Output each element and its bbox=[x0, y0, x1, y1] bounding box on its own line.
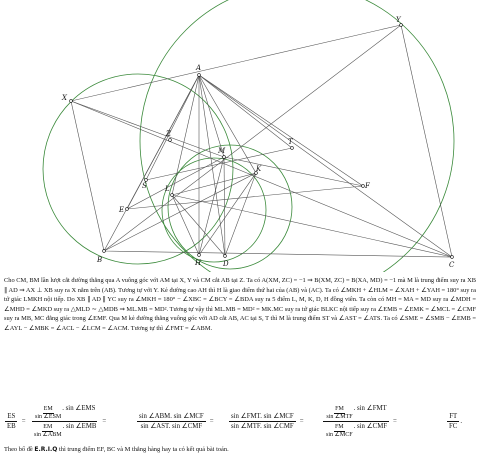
point-Y bbox=[399, 23, 403, 27]
frac-term-3: sin ∠FMT. sin ∠MCF sin ∠MTF. sin ∠CMF bbox=[229, 412, 296, 430]
frac-term-2: sin ∠ABM. sin ∠MCF sin ∠AST. sin ∠CMF bbox=[137, 412, 206, 430]
line-XB bbox=[70, 100, 105, 252]
line-CX bbox=[70, 100, 453, 258]
line-EM bbox=[126, 156, 225, 210]
label-H: H bbox=[194, 259, 202, 267]
label-E: E bbox=[118, 206, 124, 214]
label-Y: Y bbox=[396, 16, 402, 24]
line-MH bbox=[198, 156, 225, 256]
line-AS bbox=[145, 74, 200, 181]
point-S bbox=[144, 178, 148, 182]
label-A: A bbox=[195, 64, 201, 72]
triangle-ABC bbox=[103, 74, 453, 258]
label-L: L bbox=[164, 185, 170, 193]
line-HL bbox=[171, 194, 200, 256]
line-KD bbox=[224, 172, 257, 257]
point-M bbox=[222, 155, 226, 159]
line-XA2 bbox=[70, 100, 225, 158]
line-BK bbox=[103, 172, 257, 252]
circle-AB bbox=[42, 73, 234, 265]
lemma-name: E.R.I.Q bbox=[34, 446, 58, 453]
line-YC bbox=[400, 24, 453, 258]
circle-MD bbox=[167, 144, 293, 270]
label-D: D bbox=[222, 260, 229, 268]
point-Z bbox=[168, 138, 172, 142]
point-C bbox=[450, 255, 454, 259]
line-AE bbox=[126, 74, 200, 210]
line-AT bbox=[198, 74, 293, 149]
label-B: B bbox=[96, 256, 102, 264]
line-MD bbox=[223, 156, 226, 257]
label-T: T bbox=[288, 138, 294, 146]
point-F bbox=[361, 184, 365, 188]
point-T bbox=[290, 146, 294, 150]
point-L bbox=[170, 193, 174, 197]
label-C: C bbox=[449, 261, 455, 269]
point-X bbox=[69, 99, 73, 103]
line-AM bbox=[198, 74, 225, 158]
point-A bbox=[197, 73, 201, 77]
point-H bbox=[197, 253, 201, 257]
frac-ft-fc: FT FC bbox=[447, 412, 460, 430]
line-AF bbox=[198, 74, 364, 187]
label-M: M bbox=[217, 147, 226, 155]
line-LD bbox=[171, 194, 226, 257]
label-X: X bbox=[61, 94, 68, 102]
line-ST bbox=[145, 147, 293, 181]
circle-LMKHD bbox=[161, 157, 267, 263]
point-K bbox=[254, 171, 258, 175]
point-B bbox=[102, 249, 106, 253]
line-HK bbox=[198, 172, 257, 256]
point-D bbox=[223, 254, 227, 258]
line-AL bbox=[171, 74, 200, 196]
geometry-figure: A X Y B C H D M T Z S L K E F bbox=[42, 0, 455, 272]
label-Z: Z bbox=[165, 130, 171, 138]
line-BY bbox=[103, 24, 402, 252]
line-FM bbox=[223, 156, 364, 187]
line-LK bbox=[171, 172, 257, 196]
label-S: S bbox=[142, 182, 147, 190]
line-AK bbox=[198, 74, 257, 174]
label-F: F bbox=[364, 182, 371, 190]
label-K: K bbox=[255, 165, 262, 173]
proof-paragraph: Cho CM, BM lần lượt cắt đường thẳng qua … bbox=[4, 277, 476, 332]
line-XY bbox=[70, 24, 402, 102]
line-EF bbox=[126, 185, 364, 210]
line-CL bbox=[171, 194, 453, 258]
conclusion-line: Theo bổ đề E.R.I.Q thì trung điểm EF, BC… bbox=[4, 446, 229, 453]
circle-AC bbox=[139, 0, 455, 272]
point-E bbox=[125, 207, 129, 211]
frac-es-eb: ES EB bbox=[5, 412, 18, 430]
